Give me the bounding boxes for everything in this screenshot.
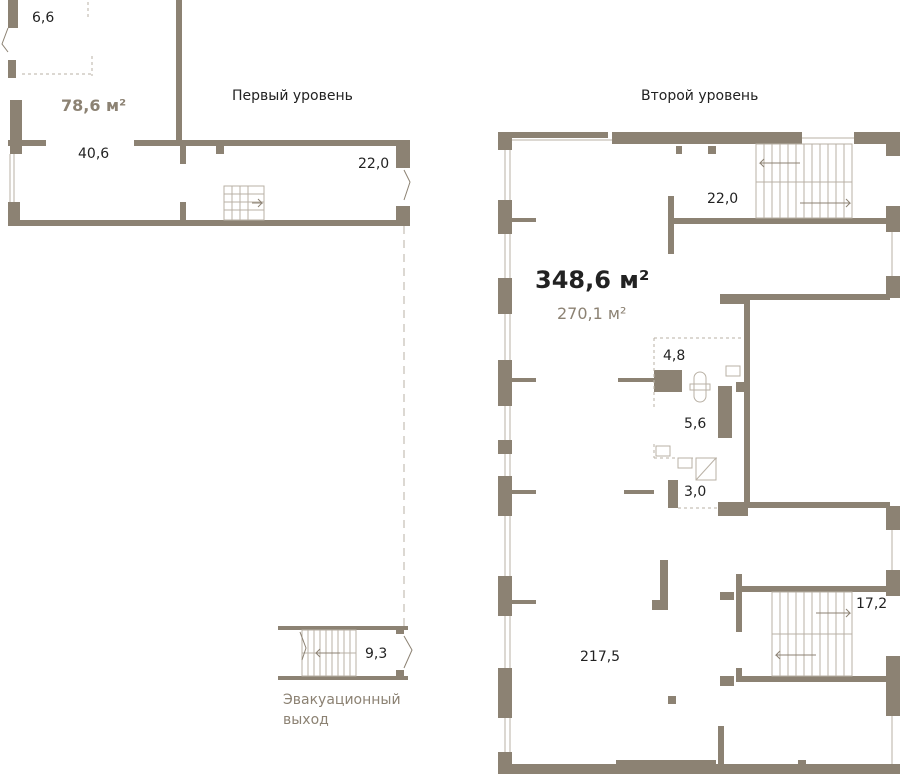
room-area-22-0-second: 22,0 [707, 191, 739, 207]
room-area-6-6: 6,6 [32, 10, 55, 26]
second-level-plan [498, 132, 900, 774]
room-area-5-6: 5,6 [684, 416, 707, 432]
evacuation-exit-label: Эвакуационный выход [283, 692, 401, 728]
second-level-area: 270,1 м² [557, 304, 627, 323]
first-level-title: Первый уровень [232, 88, 353, 104]
room-area-4-8: 4,8 [663, 348, 686, 364]
first-level-plan [1, 0, 413, 680]
first-level-area: 78,6 м² [61, 96, 127, 115]
room-area-9-3: 9,3 [365, 646, 388, 662]
room-area-17-2: 17,2 [856, 596, 888, 612]
second-level-title: Второй уровень [641, 88, 759, 104]
room-area-40-6: 40,6 [78, 146, 110, 162]
room-area-217-5: 217,5 [580, 649, 621, 665]
room-area-22-0-first: 22,0 [358, 156, 390, 172]
total-area: 348,6 м² [535, 266, 650, 294]
room-area-3-0: 3,0 [684, 484, 707, 500]
